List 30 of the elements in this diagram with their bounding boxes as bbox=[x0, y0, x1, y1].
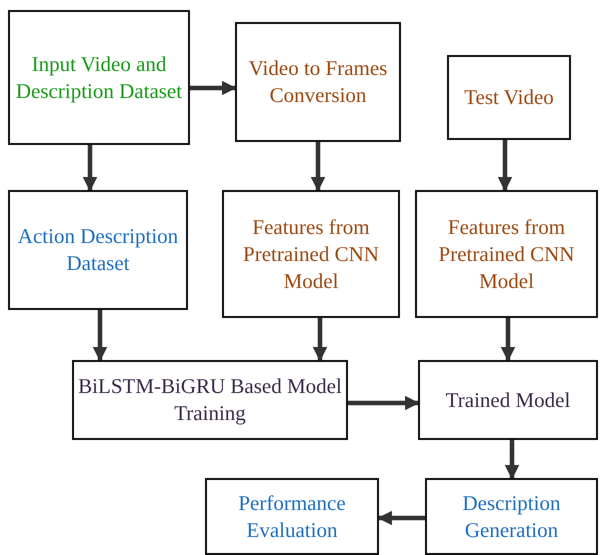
arrow bbox=[378, 510, 425, 526]
arrow bbox=[348, 396, 420, 410]
box-label: Trained Model bbox=[446, 386, 570, 414]
box-label: Video to Frames Conversion bbox=[248, 55, 388, 109]
arrow bbox=[190, 80, 236, 96]
box-label: Input Video and Description Dataset bbox=[14, 50, 184, 104]
process-box bbox=[418, 360, 598, 440]
box-label: Description Generation bbox=[462, 490, 562, 544]
process-box bbox=[447, 55, 571, 140]
box-label: Features from Pretrained CNN Model bbox=[242, 214, 380, 294]
box-label: Performance Evaluation bbox=[237, 490, 347, 544]
arrow bbox=[312, 318, 328, 362]
process-box bbox=[8, 190, 188, 310]
process-box bbox=[235, 22, 401, 142]
process-box bbox=[205, 478, 379, 555]
box-label: Action Description Dataset bbox=[16, 223, 180, 277]
process-box bbox=[72, 360, 348, 440]
process-box bbox=[425, 478, 598, 555]
process-box bbox=[8, 10, 190, 145]
box-label: BiLSTM-BiGRU Based Model Training bbox=[78, 373, 342, 427]
box-label: Features from Pretrained CNN Model bbox=[438, 214, 576, 294]
process-box bbox=[415, 190, 598, 318]
arrow bbox=[504, 440, 520, 480]
arrow bbox=[500, 318, 516, 362]
arrow bbox=[310, 142, 326, 192]
arrow bbox=[82, 145, 98, 192]
box-label: Test Video bbox=[464, 84, 554, 111]
arrow bbox=[92, 310, 108, 362]
process-box bbox=[222, 190, 400, 318]
arrow bbox=[498, 140, 512, 192]
